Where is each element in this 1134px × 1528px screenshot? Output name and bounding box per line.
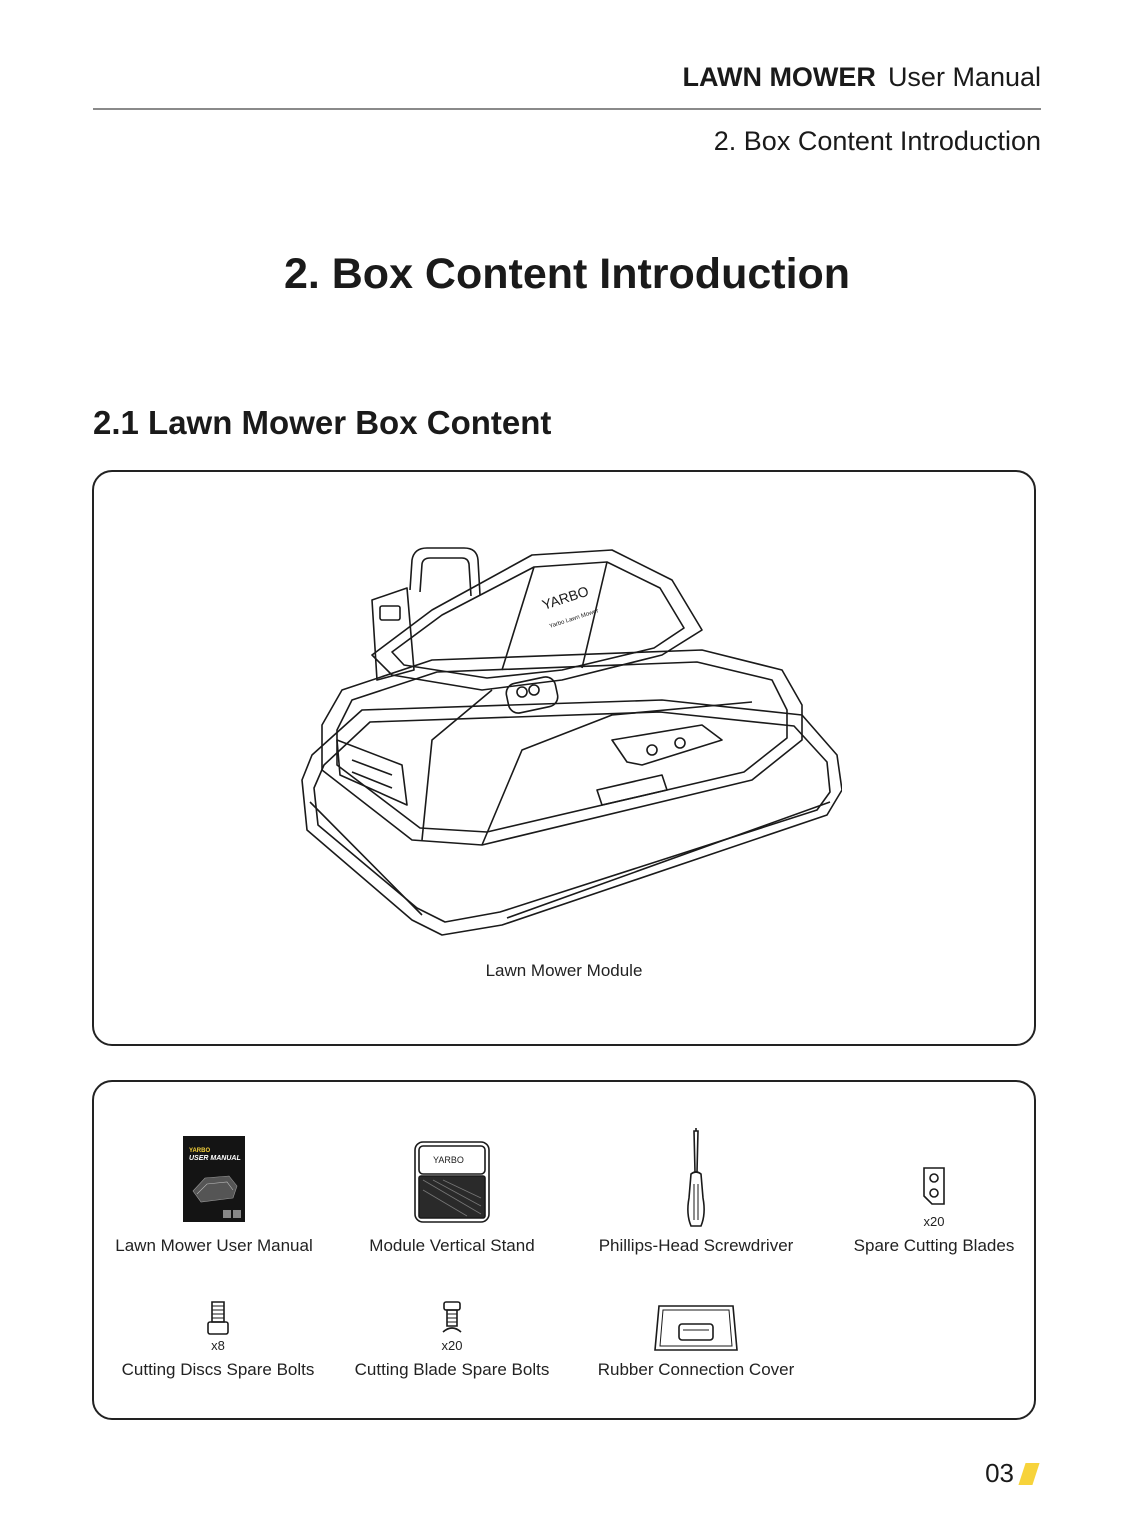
stand-icon: YARBO <box>414 1141 490 1223</box>
accessory-rubber-cover: Rubber Connection Cover <box>578 1304 814 1404</box>
main-item-box: YARBO Yarbo Lawn Mower Lawn Mower Module <box>92 470 1036 1046</box>
screwdriver-icon <box>687 1128 705 1227</box>
brand-logo: YARBO <box>540 583 591 613</box>
accessory-blade-bolts: x20 Cutting Blade Spare Bolts <box>334 1300 570 1400</box>
stand-brand: YARBO <box>433 1155 464 1165</box>
accessory-label: Cutting Discs Spare Bolts <box>121 1360 315 1379</box>
blade-icon <box>923 1167 945 1205</box>
page-accent-mark <box>1018 1463 1040 1485</box>
header-doc: User Manual <box>887 62 1041 92</box>
main-item-caption: Lawn Mower Module <box>485 961 643 980</box>
rubber-cover-icon <box>654 1305 738 1351</box>
accessory-disc-bolts: x8 Cutting Discs Spare Bolts <box>100 1300 336 1400</box>
manual-icon: YARBO USER MANUAL <box>183 1136 245 1222</box>
manual-cover-title: USER MANUAL <box>189 1155 241 1162</box>
accessory-cutting-blades: x20 Spare Cutting Blades <box>816 1166 1052 1276</box>
svg-text:YARBO: YARBO <box>189 1148 210 1154</box>
quantity-badge: x8 <box>211 1338 225 1353</box>
accessory-screwdriver: Phillips-Head Screwdriver <box>578 1128 814 1268</box>
page-title: 2. Box Content Introduction <box>283 250 851 298</box>
accessory-user-manual: YARBO USER MANUAL Lawn Mower User Manual <box>96 1136 332 1266</box>
quantity-badge: x20 <box>923 1214 945 1229</box>
section-title: 2.1 Lawn Mower Box Content <box>93 404 552 441</box>
blade-bolt-icon <box>442 1301 462 1333</box>
accessory-label: Spare Cutting Blades <box>853 1236 1015 1255</box>
running-header: LAWN MOWER User Manual <box>682 62 1041 93</box>
disc-bolt-icon <box>207 1301 229 1335</box>
accessory-label: Rubber Connection Cover <box>597 1360 795 1379</box>
accessory-label: Cutting Blade Spare Bolts <box>354 1360 550 1379</box>
accessory-label: Phillips-Head Screwdriver <box>598 1236 794 1255</box>
accessory-label: Lawn Mower User Manual <box>115 1236 313 1255</box>
header-product: LAWN MOWER <box>682 62 876 92</box>
header-section: 2. Box Content Introduction <box>713 126 1041 156</box>
page-number: 03 <box>985 1458 1014 1488</box>
accessory-vertical-stand: YARBO Module Vertical Stand <box>334 1140 570 1270</box>
quantity-badge: x20 <box>441 1338 463 1353</box>
header-divider <box>93 108 1041 110</box>
accessories-box: YARBO USER MANUAL Lawn Mower User Manual… <box>92 1080 1036 1420</box>
lawn-mower-module-illustration: YARBO Yarbo Lawn Mower <box>301 547 842 936</box>
accessory-label: Module Vertical Stand <box>369 1236 535 1255</box>
